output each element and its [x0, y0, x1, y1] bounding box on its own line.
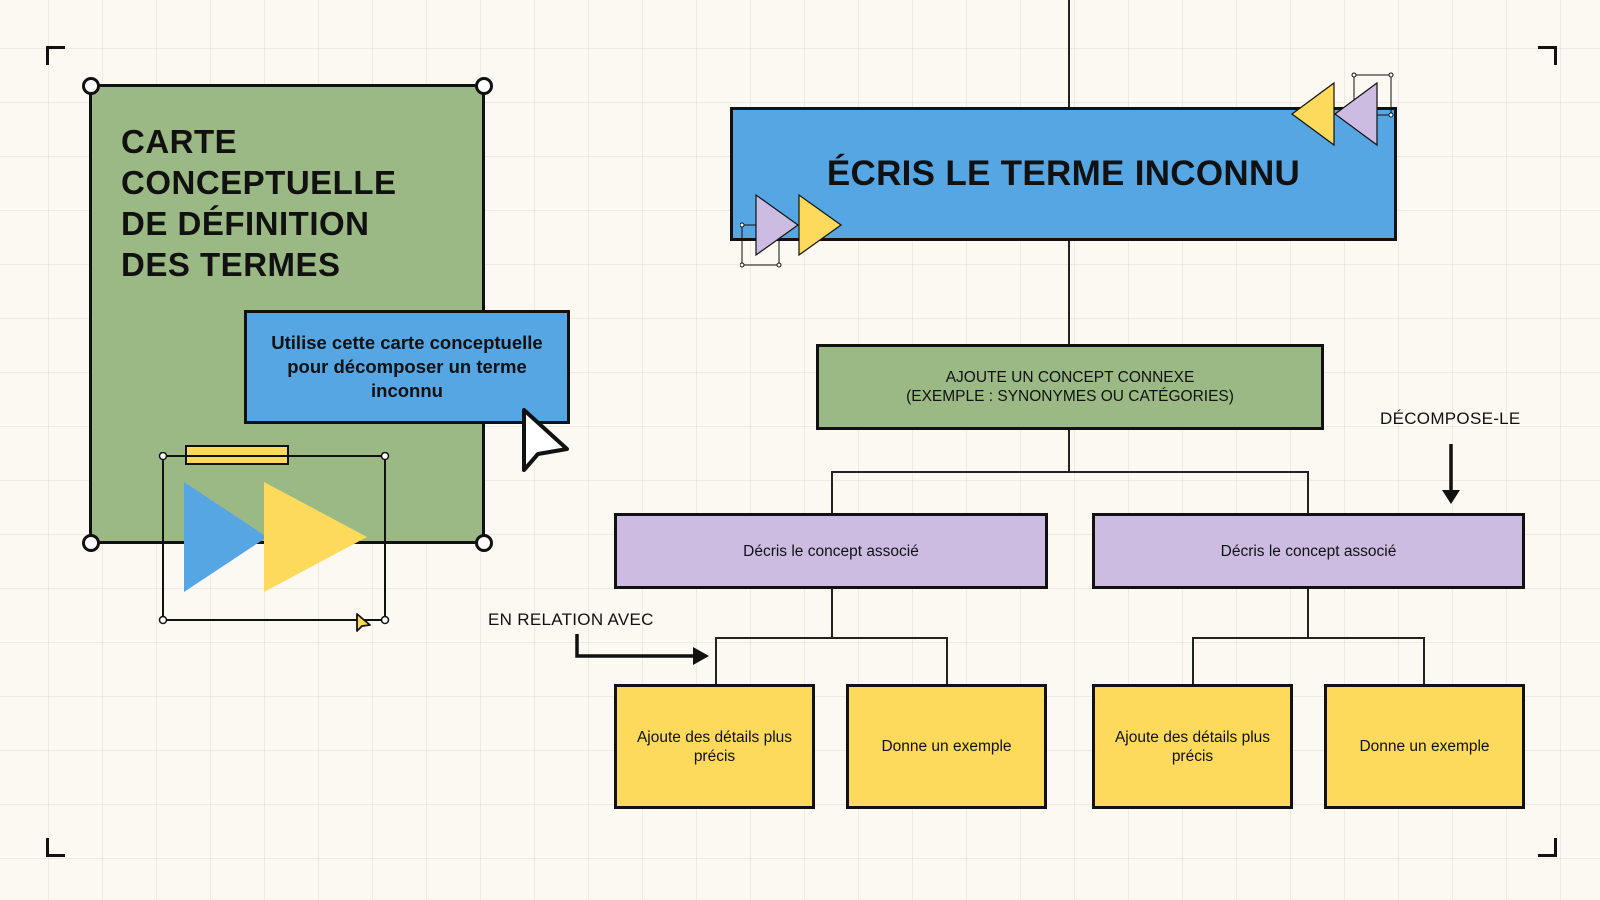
related-concept-line2: (EXEMPLE : SYNONYMES OU CATÉGORIES) [906, 388, 1234, 405]
connector-right-concept-down [1307, 588, 1309, 638]
title-heading: CARTE CONCEPTUELLE DE DÉFINITION DES TER… [121, 121, 397, 285]
cursor-arrow-icon [522, 408, 569, 472]
right-concept-text: Décris le concept associé [1220, 542, 1397, 560]
leaf-details-left-text: Ajoute des détails plus précis [636, 728, 793, 765]
title-line: DES TERMES [121, 246, 341, 283]
connector-main-to-related [1068, 240, 1070, 346]
selection-handle[interactable] [82, 534, 100, 552]
connector-left-horizontal [715, 637, 948, 639]
connector-leaf4-drop [1423, 637, 1425, 687]
leaf-example-right[interactable]: Donne un exemple [1324, 684, 1525, 809]
frame-corner-bottom-left [46, 838, 65, 857]
frame-corner-top-left [46, 46, 65, 65]
selection-handle[interactable] [475, 534, 493, 552]
frame-corner-top-right [1538, 46, 1557, 65]
triangles-decoration-right [1290, 72, 1394, 147]
main-term-text: ÉCRIS LE TERME INCONNU [826, 154, 1301, 193]
related-to-annotation: EN RELATION AVEC [488, 610, 654, 629]
instruction-card[interactable]: Utilise cette carte conceptuelle pour dé… [244, 310, 570, 424]
frame-corner-bottom-right [1538, 838, 1557, 857]
leaf-example-right-text: Donne un exemple [1359, 738, 1490, 755]
triangles-decoration-left [740, 193, 843, 268]
connector-left-concept-down [831, 588, 833, 638]
leaf-details-left[interactable]: Ajoute des détails plus précis [614, 684, 815, 809]
title-line: CONCEPTUELLE [121, 164, 397, 201]
selection-handle[interactable] [82, 77, 100, 95]
play-triangles-icon [158, 452, 390, 625]
connector-related-down [1068, 428, 1070, 472]
connector-right-drop [1307, 471, 1309, 515]
leaf-details-right[interactable]: Ajoute des détails plus précis [1092, 684, 1293, 809]
title-line: CARTE [121, 123, 238, 160]
connector-horizontal-1 [831, 471, 1309, 473]
connector-leaf1-drop [715, 637, 717, 687]
connector-top [1068, 0, 1070, 108]
instruction-text: Utilise cette carte conceptuelle pour dé… [271, 332, 543, 401]
leaf-example-left[interactable]: Donne un exemple [846, 684, 1047, 809]
main-term-box[interactable]: ÉCRIS LE TERME INCONNU [730, 107, 1397, 241]
selection-handle[interactable] [475, 77, 493, 95]
title-line: DE DÉFINITION [121, 205, 370, 242]
right-concept-box[interactable]: Décris le concept associé [1092, 513, 1525, 589]
breakdown-annotation: DÉCOMPOSE-LE [1380, 409, 1521, 428]
related-concept-line1: AJOUTE UN CONCEPT CONNEXE [945, 369, 1195, 386]
small-cursor-icon [356, 613, 371, 632]
arrow-down-icon [1442, 444, 1460, 504]
connector-leaf3-drop [1192, 637, 1194, 687]
left-concept-box[interactable]: Décris le concept associé [614, 513, 1048, 589]
connector-right-horizontal [1192, 637, 1425, 639]
connector-leaf2-drop [946, 637, 948, 687]
left-concept-text: Décris le concept associé [743, 542, 919, 560]
leaf-example-left-text: Donne un exemple [881, 738, 1012, 755]
connector-left-drop [831, 471, 833, 515]
leaf-details-right-text: Ajoute des détails plus précis [1114, 728, 1271, 765]
related-concept-box[interactable]: AJOUTE UN CONCEPT CONNEXE (EXEMPLE : SYN… [816, 344, 1324, 430]
arrow-right-icon [575, 634, 709, 665]
